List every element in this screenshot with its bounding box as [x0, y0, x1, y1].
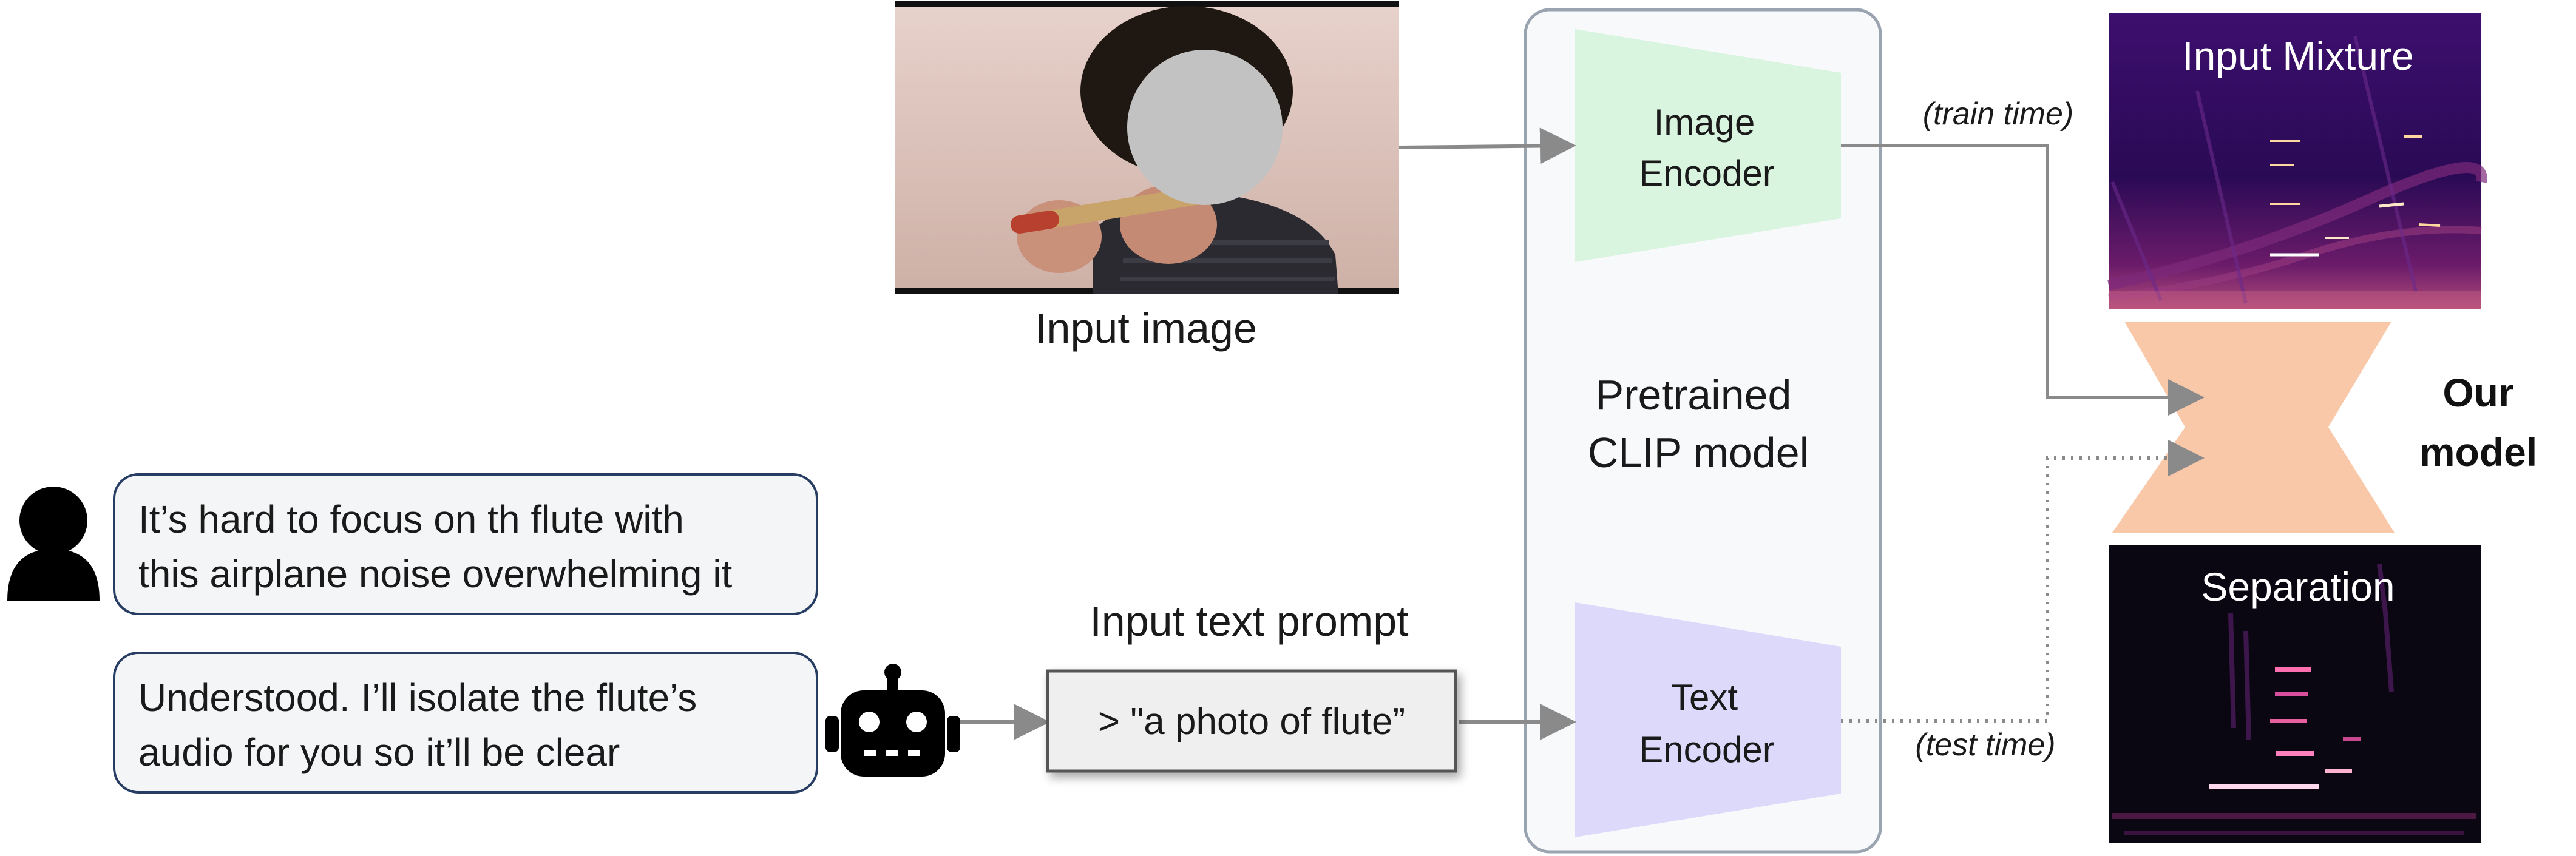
- user-message-bubble: [113, 473, 818, 615]
- robot-icon: [825, 664, 960, 777]
- input-text-prompt-label: Input text prompt: [1090, 598, 1408, 645]
- train-time-label: (train time): [1923, 96, 2073, 132]
- separation-spectrogram: [2109, 545, 2481, 843]
- separation-label: Separation: [2201, 564, 2395, 609]
- arrow-image-encoder-to-model: [1841, 144, 2205, 416]
- text-encoder-label-line2: Encoder: [1639, 729, 1774, 770]
- clip-model-label-line1: Pretrained: [1596, 371, 1792, 419]
- clip-model-label-line2: CLIP model: [1588, 429, 1809, 476]
- arrow-text-encoder-to-model-dotted: [1841, 440, 2205, 723]
- bot-message-bubble: [113, 652, 818, 794]
- our-model-label-line1: Our: [2442, 370, 2513, 415]
- input-mixture-label: Input Mixture: [2182, 33, 2414, 78]
- user-message-line1: It’s hard to focus on th flute with: [138, 497, 684, 541]
- face-blur-circle: [1127, 50, 1283, 205]
- text-encoder-block: [1575, 602, 1841, 837]
- bot-message-line1: Understood. I’ll isolate the flute’s: [138, 676, 697, 720]
- image-encoder-label-line2: Encoder: [1639, 153, 1774, 194]
- bot-message-line2: audio for you so it’ll be clear: [138, 730, 620, 774]
- user-message-line2: this airplane noise overwhelming it: [138, 552, 733, 596]
- text-encoder-label-line1: Text: [1671, 677, 1738, 718]
- arrow-image-to-encoder: [1398, 127, 1576, 164]
- user-silhouette-icon: [7, 487, 100, 601]
- our-model-label-line2: model: [2419, 430, 2537, 474]
- our-model-block: [2112, 322, 2395, 533]
- input-image-label: Input image: [1035, 305, 1257, 352]
- input-image-photo: [895, 1, 1399, 294]
- prompt-box: [1046, 669, 1457, 773]
- input-mixture-spectrogram: [2107, 13, 2487, 309]
- test-time-label: (test time): [1915, 727, 2055, 763]
- image-encoder-label-line1: Image: [1654, 102, 1755, 143]
- prompt-text: > "a photo of flute”: [1098, 701, 1405, 743]
- image-encoder-block: [1575, 29, 1841, 262]
